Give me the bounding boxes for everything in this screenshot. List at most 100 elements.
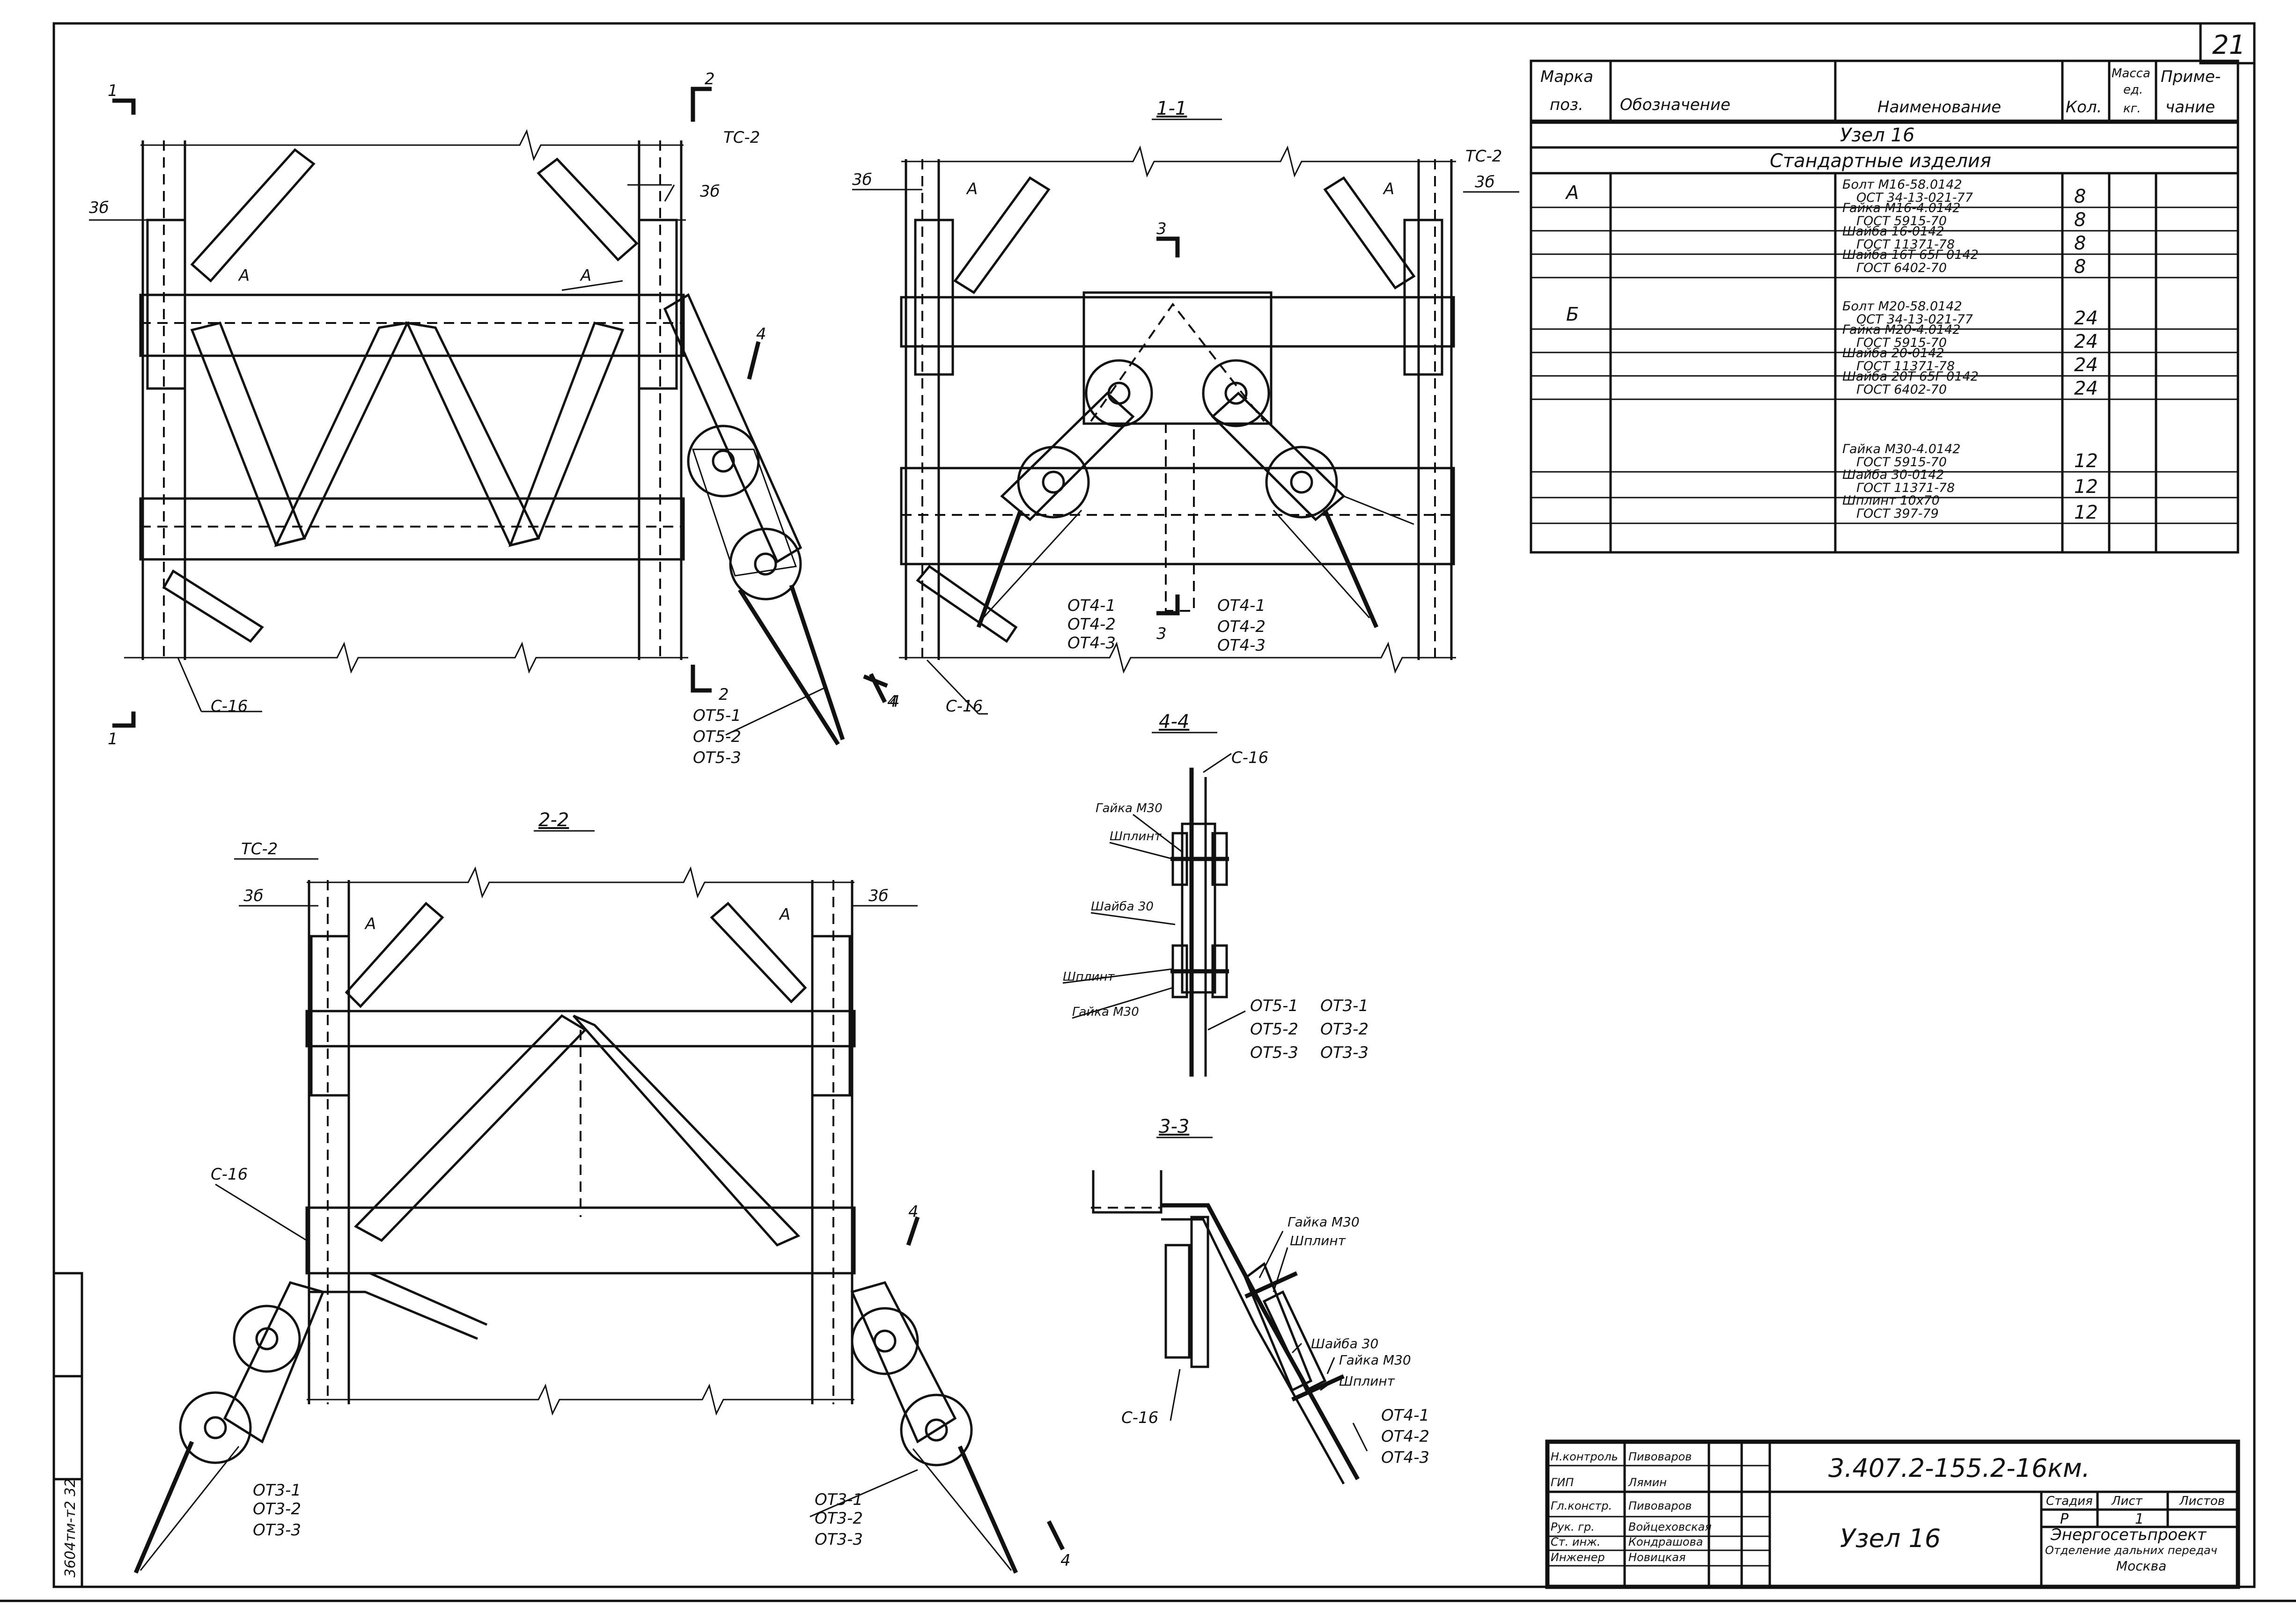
s44-callout-b-3: ОТ3-3: [1320, 1043, 1369, 1062]
main-cut-1-bottom: 1: [108, 730, 118, 748]
spec-row-mark: А: [1565, 182, 1579, 204]
spec-row-qty: 8: [2074, 209, 2086, 231]
s11-callout-right-3: ОТ4-3: [1217, 636, 1266, 655]
tb-sheet: 1: [2135, 1511, 2144, 1527]
s33-title: 3-3: [1159, 1116, 1189, 1137]
tb-doc-code: 3.407.2-155.2-16км.: [1828, 1453, 2090, 1483]
spec-row-qty: 12: [2074, 476, 2098, 498]
s22-label-c16: С-16: [211, 1165, 248, 1184]
main-callout-2: ОТ5-2: [693, 727, 741, 746]
sheet-number-box: [2199, 22, 2256, 65]
s11-callout-right-1: ОТ4-1: [1217, 596, 1266, 615]
main-cut-2-bottom: 2: [719, 685, 729, 704]
section-1-1: [852, 118, 1519, 715]
s33-label-nut1: Гайка М30: [1288, 1214, 1360, 1230]
hdr-note1: Приме-: [2161, 67, 2221, 86]
tb-stage-label: Стадия: [2046, 1494, 2093, 1508]
s22-cut-4-bottom: 4: [1060, 1551, 1071, 1570]
tb-role: Рук. гр.: [1551, 1520, 1595, 1533]
tb-role: Инженер: [1551, 1551, 1605, 1564]
s11-cut-4: 4: [890, 692, 900, 711]
s22-callout-left-1: ОТ3-1: [253, 1481, 301, 1500]
s44-callout-b-1: ОТ3-1: [1320, 997, 1369, 1015]
s33-callout-3: ОТ4-3: [1381, 1448, 1429, 1467]
main-label-tc2: ТС-2: [723, 128, 760, 147]
spec-row-standard: ОСТ 34-13-021-77: [1856, 312, 1973, 327]
spec-row-qty: 24: [2074, 308, 2098, 329]
spec-row-qty: 24: [2074, 378, 2098, 399]
s33-label-pin2: Шплинт: [1339, 1373, 1395, 1389]
tb-person: Новицкая: [1628, 1551, 1685, 1564]
main-label-3b-right: 3б: [700, 182, 720, 201]
side-stamp: 3604тм-т2 32: [62, 1478, 79, 1577]
spec-row-name: Шайба 16-0142: [1842, 224, 1944, 239]
s22-title: 2-2: [538, 809, 569, 831]
spec-row-qty: 12: [2074, 450, 2098, 472]
spec-row-name: Гайка М20-4.0142: [1842, 323, 1960, 337]
s44-callout-a-3: ОТ5-3: [1250, 1043, 1298, 1062]
s22-cut-4-top: 4: [908, 1203, 919, 1221]
s44-callout-b-2: ОТ3-2: [1320, 1020, 1369, 1039]
s22-callout-right-2: ОТ3-2: [815, 1509, 863, 1528]
spec-row-standard: ГОСТ 6402-70: [1856, 382, 1947, 397]
tb-org1: Энергосетьпроект: [2050, 1526, 2207, 1544]
hdr-note2: чание: [2165, 98, 2215, 117]
hdr-designation: Обозначение: [1620, 95, 1730, 114]
s33-label-nut2: Гайка М30: [1339, 1352, 1411, 1368]
hdr-qty: Кол.: [2066, 98, 2102, 117]
s11-label-c16: С-16: [946, 697, 983, 716]
tb-title: Узел 16: [1840, 1524, 1941, 1553]
spec-row-name: Гайка М16-4.0142: [1842, 201, 1960, 215]
spec-row-standard: ОСТ 34-13-021-77: [1856, 191, 1973, 205]
hdr-mass2: ед.: [2123, 83, 2143, 97]
spec-row-standard: ГОСТ 6402-70: [1856, 261, 1947, 275]
main-label-3b-left: 3б: [89, 198, 109, 217]
main-cut-4-top: 4: [756, 325, 766, 344]
spec-row-name: Шплинт 10х70: [1842, 493, 1940, 508]
s22-label-3b-right: 3б: [868, 887, 889, 905]
s33-label-pin1: Шплинт: [1290, 1233, 1346, 1248]
section-2-2: [133, 830, 1065, 1574]
node-title: Узел 16: [1840, 125, 1914, 146]
s22-label-a-right: А: [779, 905, 790, 924]
s44-label-nut1: Гайка М30: [1096, 801, 1163, 815]
s11-label-3b-left: 3б: [852, 170, 872, 189]
tb-person: Войцеховская: [1628, 1520, 1712, 1533]
s11-title: 1-1: [1156, 98, 1187, 119]
s33-label-c16: С-16: [1121, 1408, 1158, 1427]
spec-row-standard: ГОСТ 11371-78: [1856, 359, 1955, 374]
s44-label-pin1: Шплинт: [1110, 829, 1162, 844]
spec-row-qty: 8: [2074, 256, 2086, 278]
hdr-pos: поз.: [1550, 95, 1583, 114]
spec-row-qty: 24: [2074, 331, 2098, 352]
spec-table: [1530, 59, 2239, 554]
spec-row-standard: ГОСТ 11371-78: [1856, 481, 1955, 495]
main-label-a-left: А: [238, 266, 250, 285]
spec-row-mark: Б: [1566, 304, 1579, 325]
main-view: [89, 87, 887, 746]
s44-callout-a-2: ОТ5-2: [1250, 1020, 1298, 1039]
hdr-name: Наименование: [1877, 98, 2001, 117]
spec-row-name: Шайба 30-0142: [1842, 468, 1944, 482]
spec-row-name: Болт М20-58.0142: [1842, 299, 1962, 314]
tb-role: ГИП: [1551, 1476, 1574, 1489]
spec-row-name: Шайба 20Т 65Г 0142: [1842, 369, 1979, 384]
tb-city: Москва: [2116, 1558, 2166, 1574]
main-label-c16: С-16: [211, 697, 248, 716]
spec-row-name: Болт М16-58.0142: [1842, 177, 1962, 192]
spec-row-qty: 12: [2074, 502, 2098, 523]
tb-person: Кондрашова: [1628, 1535, 1703, 1548]
main-cut-4-bottom: 4: [887, 692, 898, 711]
s33-label-washer: Шайба 30: [1311, 1336, 1378, 1351]
spec-row-standard: ГОСТ 397-79: [1856, 506, 1939, 521]
s44-title: 4-4: [1159, 711, 1189, 733]
main-callout-3: ОТ5-3: [693, 748, 741, 767]
section-3-3: [1091, 1137, 1368, 1485]
spec-row-standard: ГОСТ 5915-70: [1856, 455, 1947, 469]
main-callout-1: ОТ5-1: [693, 706, 741, 725]
s11-callout-right-2: ОТ4-2: [1217, 617, 1266, 636]
tb-person: Пивоваров: [1628, 1450, 1692, 1463]
s11-cut-3-bottom: 3: [1156, 624, 1167, 643]
